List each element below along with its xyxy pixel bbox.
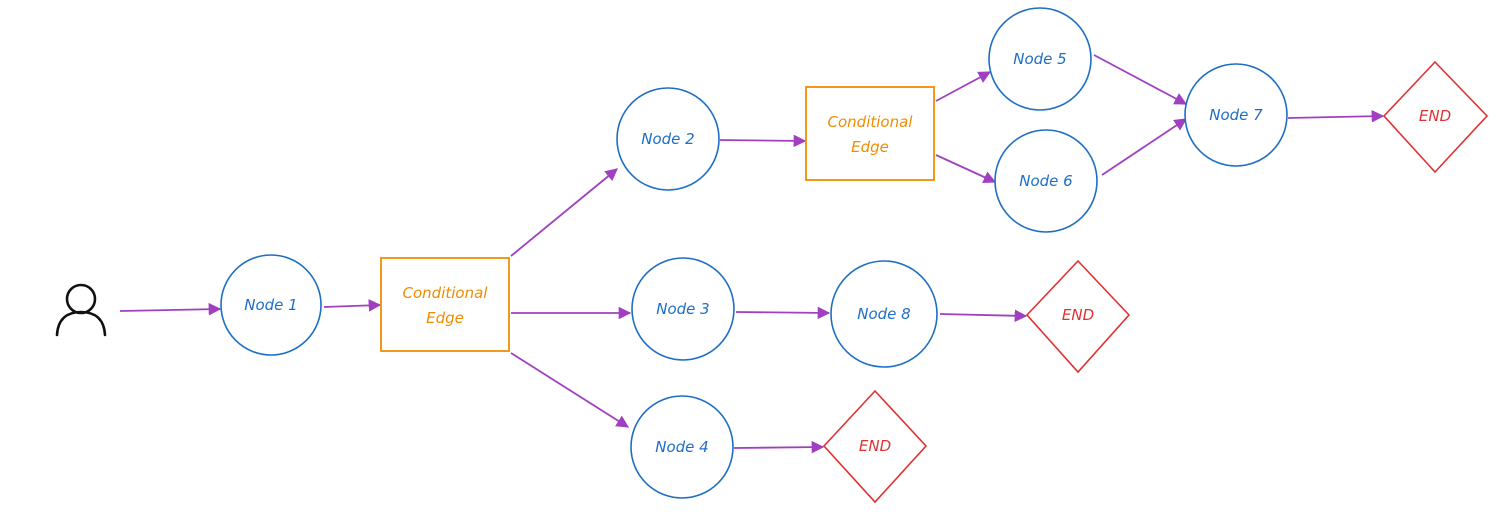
edge-cond1-node4 bbox=[510, 352, 630, 428]
edge-cond1-node2 bbox=[510, 168, 618, 257]
node-2: Node 2 bbox=[616, 87, 720, 191]
node-1-label: Node 1 bbox=[244, 296, 297, 314]
edges bbox=[119, 54, 1385, 454]
node-2-label: Node 2 bbox=[641, 130, 694, 148]
user-icon bbox=[55, 283, 107, 337]
conditional-edge-1-label-line2: Edge bbox=[426, 309, 464, 327]
node-6: Node 6 bbox=[994, 129, 1098, 233]
edge-node1-cond1 bbox=[323, 299, 382, 312]
node-8: Node 8 bbox=[830, 260, 938, 368]
end-1: END bbox=[1382, 60, 1489, 174]
edge-node2-cond2 bbox=[719, 134, 807, 148]
conditional-edge-2-label-line2: Edge bbox=[851, 138, 889, 156]
node-6-label: Node 6 bbox=[1019, 172, 1072, 190]
end-2-label: END bbox=[1062, 306, 1094, 324]
node-7: Node 7 bbox=[1184, 63, 1288, 167]
end-2: END bbox=[1025, 259, 1131, 374]
node-5-label: Node 5 bbox=[1013, 50, 1066, 68]
edge-node3-node8 bbox=[735, 306, 831, 320]
conditional-edge-2: Conditional Edge bbox=[805, 86, 935, 181]
end-3-label: END bbox=[859, 437, 891, 455]
node-3-label: Node 3 bbox=[656, 300, 709, 318]
edge-user-node1 bbox=[119, 302, 222, 316]
node-5: Node 5 bbox=[988, 7, 1092, 111]
edge-node4-end3 bbox=[733, 440, 825, 454]
edge-node5-node7 bbox=[1093, 54, 1188, 105]
conditional-edge-1: Conditional Edge bbox=[380, 257, 510, 352]
edge-cond2-node5 bbox=[935, 71, 992, 102]
node-4: Node 4 bbox=[630, 395, 734, 499]
conditional-edge-1-label-line1: Conditional bbox=[403, 284, 489, 302]
node-3: Node 3 bbox=[631, 257, 735, 361]
node-8-label: Node 8 bbox=[857, 305, 910, 323]
node-4-label: Node 4 bbox=[655, 438, 708, 456]
edge-cond2-node6 bbox=[935, 154, 997, 184]
edge-node7-end1 bbox=[1287, 109, 1385, 123]
edge-node8-end2 bbox=[939, 309, 1028, 323]
conditional-edge-2-label-line1: Conditional bbox=[828, 113, 914, 131]
edge-node6-node7 bbox=[1101, 118, 1188, 176]
node-1: Node 1 bbox=[220, 254, 322, 356]
node-7-label: Node 7 bbox=[1209, 106, 1263, 124]
end-1-label: END bbox=[1419, 107, 1451, 125]
end-3: END bbox=[822, 389, 928, 504]
